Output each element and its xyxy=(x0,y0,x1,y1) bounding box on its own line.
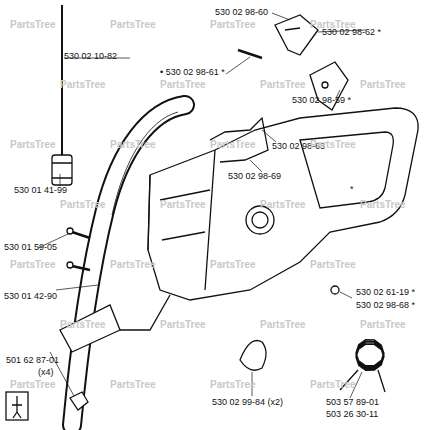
part-number: 501 62 87-01 xyxy=(6,356,59,365)
watermark: PartsTree xyxy=(10,260,56,270)
watermark: PartsTree xyxy=(310,260,356,270)
part-number: 530 01 42-90 xyxy=(4,292,57,301)
watermark: PartsTree xyxy=(60,320,106,330)
part-number: (x4) xyxy=(38,368,54,377)
watermark: PartsTree xyxy=(10,380,56,390)
watermark: PartsTree xyxy=(160,80,206,90)
watermark: PartsTree xyxy=(110,260,156,270)
watermark: PartsTree xyxy=(10,20,56,30)
watermark: PartsTree xyxy=(260,80,306,90)
part-number: 530 02 61-19 * xyxy=(356,288,415,297)
watermark: PartsTree xyxy=(260,200,306,210)
part-number: 530 02 10-82 xyxy=(64,52,117,61)
watermark: PartsTree xyxy=(310,380,356,390)
handle-opening xyxy=(300,132,393,208)
part-number: 530 02 98-68 * xyxy=(356,301,415,310)
filter-bands xyxy=(52,163,72,178)
leader-lines xyxy=(38,13,366,398)
part-number: * xyxy=(350,185,354,194)
watermark: PartsTree xyxy=(310,140,356,150)
watermark: PartsTree xyxy=(110,380,156,390)
pin xyxy=(238,50,262,58)
part-number: 530 02 98-60 xyxy=(215,8,268,17)
watermark: PartsTree xyxy=(60,80,106,90)
watermark: PartsTree xyxy=(10,140,56,150)
housing-edges xyxy=(148,150,215,290)
spring xyxy=(356,340,384,371)
manual-figure xyxy=(12,396,22,418)
fuel-filter xyxy=(52,155,72,185)
screws xyxy=(72,232,90,270)
rubber-buffer xyxy=(240,340,266,370)
pivot xyxy=(322,82,328,88)
watermark: PartsTree xyxy=(360,80,406,90)
housing-bore xyxy=(246,206,274,234)
watermark: PartsTree xyxy=(210,140,256,150)
watermark: PartsTree xyxy=(360,200,406,210)
watermark: PartsTree xyxy=(310,20,356,30)
part-number: 530 02 98-59 * xyxy=(292,96,351,105)
spring-coil xyxy=(356,340,384,371)
watermark: PartsTree xyxy=(260,320,306,330)
housing-bore-inner xyxy=(252,212,268,228)
throttle-rod xyxy=(210,118,268,162)
nut xyxy=(331,286,339,294)
watermark: PartsTree xyxy=(60,200,106,210)
part-number: 530 01 41-99 xyxy=(14,186,67,195)
watermark: PartsTree xyxy=(210,260,256,270)
part-number: 530 02 99-84 (x2) xyxy=(212,398,283,407)
screw-head xyxy=(67,262,73,268)
watermark: PartsTree xyxy=(110,140,156,150)
manual-icon xyxy=(6,392,28,420)
part-number: • 530 02 98-61 * xyxy=(160,68,225,77)
handle-foot xyxy=(60,305,120,352)
watermark: PartsTree xyxy=(210,20,256,30)
watermark: PartsTree xyxy=(360,320,406,330)
watermark: PartsTree xyxy=(110,20,156,30)
watermark: PartsTree xyxy=(160,200,206,210)
handle-housing xyxy=(148,108,418,300)
watermark: PartsTree xyxy=(210,380,256,390)
screw-head xyxy=(67,228,73,234)
part-number: 530 01 59-05 xyxy=(4,243,57,252)
part-number: 530 02 98-69 xyxy=(228,172,281,181)
part-number: 503 57 89-01 xyxy=(326,398,379,407)
part-number: 503 26 30-11 xyxy=(326,410,378,419)
watermark: PartsTree xyxy=(160,320,206,330)
trigger-detail xyxy=(285,28,300,30)
clamp xyxy=(70,392,88,410)
